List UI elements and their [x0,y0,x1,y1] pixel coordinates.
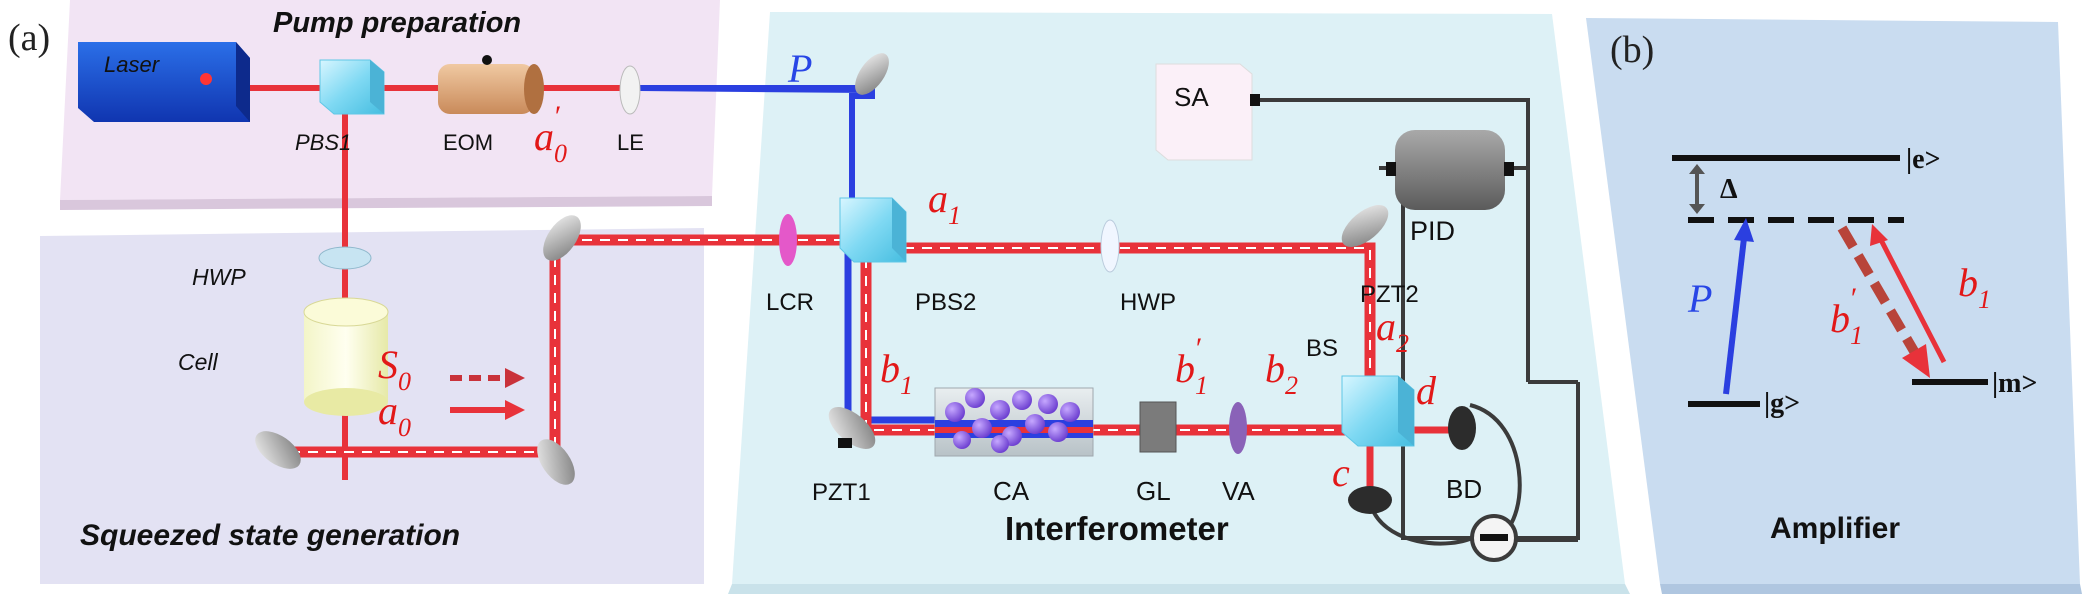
level-p-label: P [1687,276,1712,321]
hwp2-label: HWP [1120,289,1176,316]
pid-controller [1386,130,1514,210]
pbs2-cube [839,197,907,263]
delta-arrow [1689,164,1705,214]
va-label: VA [1222,476,1255,506]
pzt2-label: PZT2 [1360,281,1419,308]
pid-label: PID [1410,216,1455,246]
pbs1-cube [319,59,385,115]
squeezed-generation-title: Squeezed state generation [80,519,460,552]
b1-prime-label: b1′ [1175,332,1208,400]
bd-label: BD [1446,474,1482,504]
sa-label: SA [1174,82,1209,112]
cell-label: Cell [178,349,219,375]
atoms [945,388,1080,453]
level-b1-label: b1 [1958,260,1991,314]
level-e-label: |e> [1906,144,1941,175]
interferometer-title: Interferometer [1005,510,1229,547]
s0-label: S0 [378,342,411,396]
pump-preparation-title: Pump preparation [273,7,521,39]
c-label: c [1332,450,1350,495]
delta-label: Δ [1720,174,1738,205]
lcr-element [779,214,797,266]
hwp2-plate [1100,219,1120,273]
mirror-pump-top [855,53,889,95]
mirror-lower-right [537,439,575,485]
pump-arrow [1723,218,1754,395]
hwp1-label: HWP [192,264,246,290]
b1-label: b1 [880,346,913,400]
p-label: P [787,46,812,91]
laser: Laser [78,42,250,122]
a2-label: a2 [1376,304,1409,358]
bs-label: BS [1306,335,1338,362]
panel-b-label: (b) [1610,29,1654,71]
b1-arrow [1870,224,1947,364]
level-b1-prime-label: b1′ [1830,282,1863,350]
amplifier-title: Amplifier [1770,512,1900,545]
d-label: d [1416,368,1437,413]
pzt1-label: PZT1 [812,479,871,506]
level-m-label: |m> [1992,368,2037,399]
bd-subtractor [1470,514,1518,562]
mirror-upper [543,215,581,261]
eom-label: EOM [443,130,493,155]
gl-prism [1139,401,1177,453]
pzt1-mirror [828,407,876,449]
b1-prime-arrow [1837,225,1930,378]
energy-level-diagram [1672,155,1988,407]
ca-cell [934,387,1094,457]
pzt2-mirror [1341,205,1389,247]
mirror-lower-left [255,431,301,469]
level-g-label: |g> [1764,388,1800,419]
bs-cube [1341,375,1415,447]
detector-d [1448,406,1476,450]
pbs1-label: PBS1 [295,130,351,155]
hwp1-plate [318,246,372,270]
a0-prime-label: a0′ [534,100,567,168]
pbs2-label: PBS2 [915,289,976,316]
vapor-cell [303,297,389,416]
lcr-label: LCR [766,289,814,316]
le-lens [619,65,641,115]
panel-a-label: (a) [8,17,50,59]
eom [438,55,544,114]
le-label: LE [617,130,644,155]
s0-arrow [450,368,525,388]
laser-label: Laser [104,52,161,77]
a0-arrow [450,400,525,420]
va-attenuator [1229,402,1247,454]
detector-c [1348,486,1392,514]
ca-label: CA [993,476,1030,506]
gl-label: GL [1136,476,1171,506]
b2-label: b2 [1265,346,1298,400]
a1-label: a1 [928,176,961,230]
spectrum-analyzer: SA [1155,63,1260,161]
a0-label: a0 [378,388,411,442]
